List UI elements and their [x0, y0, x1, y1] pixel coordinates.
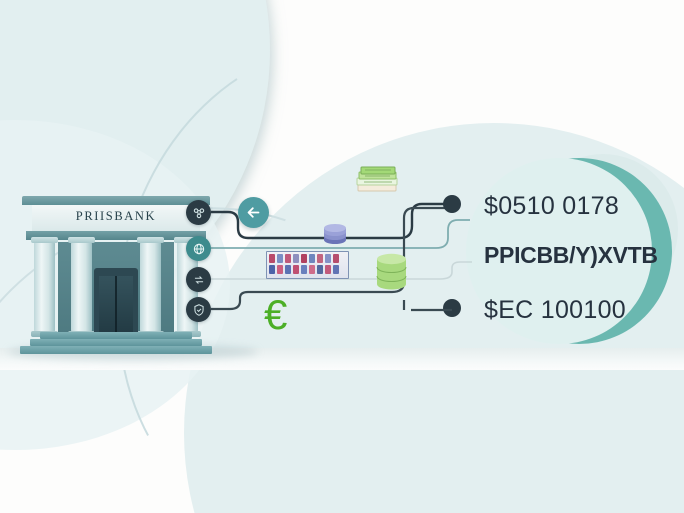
bank-column	[31, 237, 58, 337]
bank-pediment	[22, 196, 210, 205]
connector-endpoint-dot-top	[443, 195, 461, 213]
readout-security-code: $EC 100100	[484, 296, 627, 324]
bank-name-label: PRIISBANK	[75, 209, 157, 223]
euro-symbol: €	[264, 291, 288, 338]
connector-endpoint-dot-bottom	[443, 299, 461, 317]
bank-step	[40, 332, 192, 339]
bank-building: PRIISBANK	[18, 196, 214, 356]
bank-architrave	[26, 231, 206, 240]
readout-swift-code: PPICBB/Y)XVTB	[484, 242, 658, 268]
readout-account-number: $0510 0178	[484, 192, 620, 220]
coin-stack-icon	[324, 224, 346, 244]
bank-column	[137, 237, 164, 337]
chip-shield-icon[interactable]	[186, 297, 211, 322]
banknote-icon	[266, 251, 349, 279]
bank-door	[99, 276, 133, 334]
cash-stack-icon	[356, 166, 398, 192]
readout-circle-front	[466, 158, 652, 344]
bank-step	[30, 339, 202, 346]
bank-column	[68, 237, 95, 337]
transfer-arrow-badge[interactable]	[238, 197, 269, 228]
database-cylinder-icon	[376, 253, 407, 290]
chip-globe-icon[interactable]	[186, 236, 211, 261]
bank-step	[20, 346, 212, 354]
chip-network-icon[interactable]	[186, 200, 211, 225]
bank-frieze	[32, 205, 200, 231]
chip-transfer-icon[interactable]	[186, 267, 211, 292]
